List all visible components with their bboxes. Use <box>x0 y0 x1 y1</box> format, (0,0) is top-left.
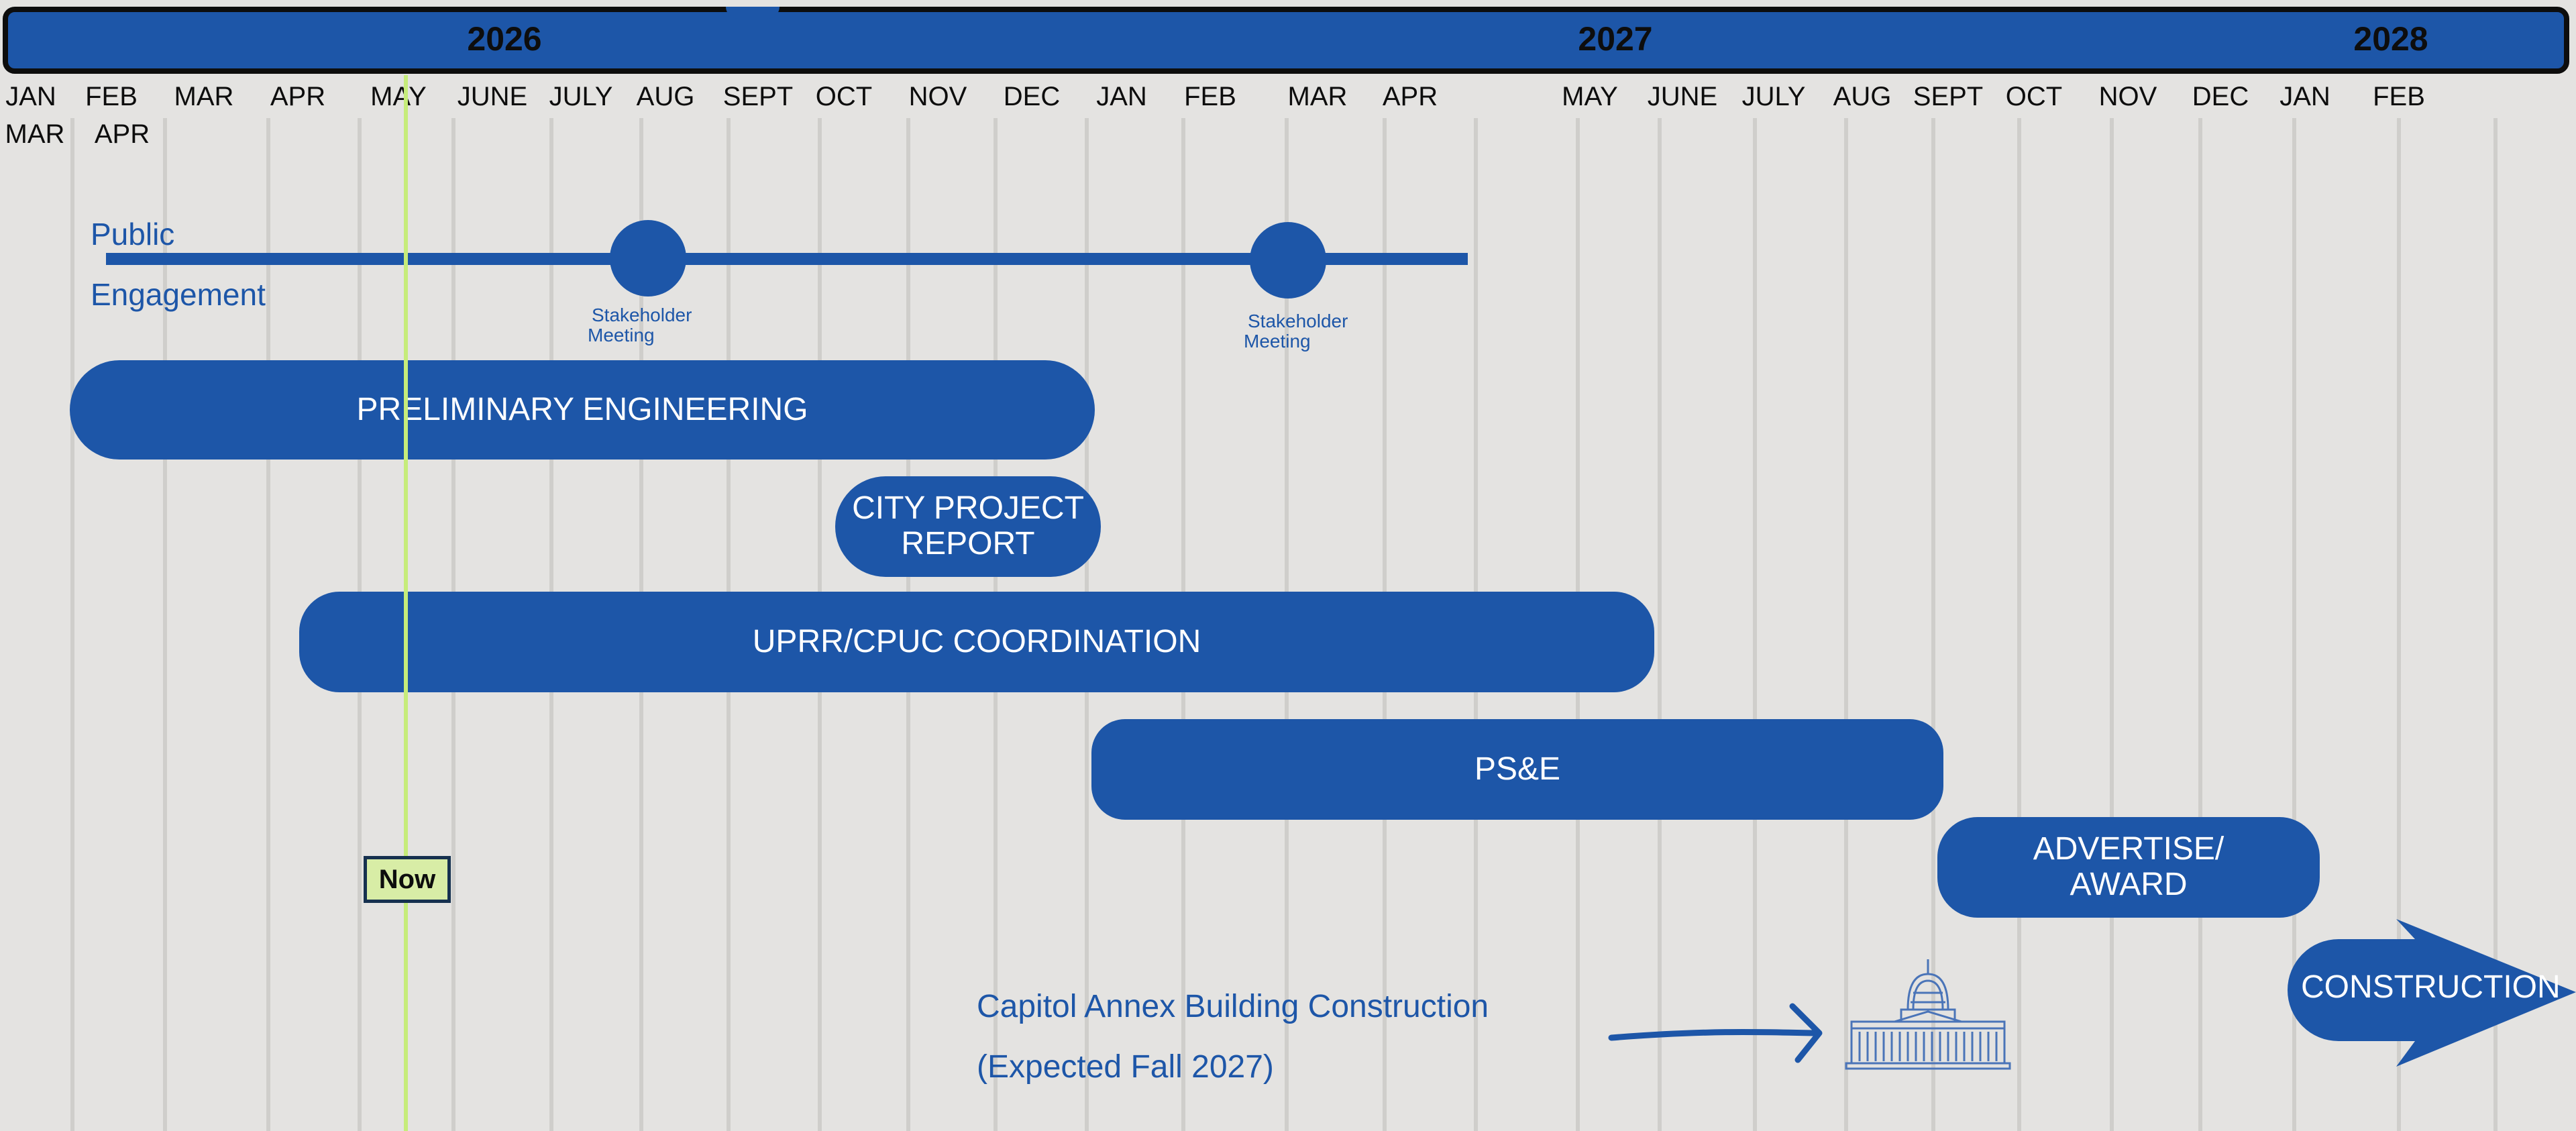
stakeholder-meeting-marker-1 <box>610 220 686 297</box>
capitol-columns <box>1858 1032 1998 1061</box>
stakeholder-meeting-label-2b: Meeting <box>1244 331 1311 352</box>
month-label: OCT <box>815 82 873 111</box>
month-label: APR <box>94 119 150 149</box>
capitol-annex-line2: (Expected Fall 2027) <box>977 1049 1274 1085</box>
month-label: SEPT <box>722 82 794 111</box>
year-header-bar <box>3 7 2569 74</box>
phase-city-project-report-line1: CITY PROJECT <box>852 490 1084 527</box>
capitol-building-icon <box>1845 959 2011 1070</box>
phase-construction-label: CONSTRUCTION <box>2301 969 2561 1005</box>
phase-city-project-report-line2: REPORT <box>901 526 1035 561</box>
year-label-2028: 2028 <box>2353 20 2428 58</box>
month-label: NOV <box>2098 82 2157 111</box>
month-label: FEB <box>85 82 138 111</box>
construction-arrow <box>2288 919 2576 1067</box>
phase-preliminary-engineering-label: PRELIMINARY ENGINEERING <box>356 391 808 427</box>
capitol-annex-line1: Capitol Annex Building Construction <box>977 989 1489 1024</box>
now-label: Now <box>378 864 436 894</box>
month-label: JAN <box>1096 82 1147 111</box>
month-label: FEB <box>1184 82 1236 111</box>
public-engagement-label-line2: Engagement <box>91 277 266 312</box>
year-bar-tab <box>726 7 780 19</box>
now-marker: Now <box>364 856 451 903</box>
month-label: SEPT <box>1913 82 1984 111</box>
month-label: NOV <box>908 82 967 111</box>
year-label-2027: 2027 <box>1578 20 1653 58</box>
year-label-2026: 2026 <box>467 20 542 58</box>
phase-uprr-cpuc-coordination-label: UPRR/CPUC COORDINATION <box>752 623 1201 659</box>
phase-pse-label: PS&E <box>1474 751 1561 787</box>
month-label: FEB <box>2373 82 2425 111</box>
month-label: JAN <box>5 82 56 111</box>
month-label: MAR <box>1287 82 1348 111</box>
month-label: APR <box>1382 82 1438 111</box>
month-label: JUNE <box>1647 82 1718 111</box>
month-label: MAR <box>174 82 234 111</box>
month-label: OCT <box>2005 82 2063 111</box>
phase-advertise-award-line2: AWARD <box>2070 867 2188 902</box>
stakeholder-meeting-marker-2 <box>1250 222 1326 299</box>
month-label: AUG <box>1833 82 1892 111</box>
stakeholder-meeting-label-1a: Stakeholder <box>592 305 692 325</box>
stakeholder-meeting-label-2a: Stakeholder <box>1248 311 1348 331</box>
phase-city-project-report: CITY PROJECT REPORT <box>835 476 1101 577</box>
phase-uprr-cpuc-coordination: UPRR/CPUC COORDINATION <box>299 592 1654 692</box>
public-engagement-line <box>106 253 1468 265</box>
now-line <box>404 75 408 1131</box>
month-label: JULY <box>549 82 613 111</box>
stakeholder-meeting-label-1b: Meeting <box>588 325 655 345</box>
month-label: MAY <box>370 82 427 111</box>
month-label: JULY <box>1741 82 1806 111</box>
phase-preliminary-engineering: PRELIMINARY ENGINEERING <box>70 360 1095 460</box>
month-label: MAR <box>5 119 65 149</box>
public-engagement-label-line1: Public <box>91 217 175 252</box>
month-label: JAN <box>2279 82 2330 111</box>
annex-arrow-icon <box>1608 1003 1823 1063</box>
month-label: AUG <box>636 82 695 111</box>
month-label: JUNE <box>457 82 528 111</box>
phase-pse: PS&E <box>1091 719 1943 820</box>
month-label: MAY <box>1562 82 1618 111</box>
month-label: DEC <box>1003 82 1061 111</box>
month-label: DEC <box>2192 82 2249 111</box>
phase-advertise-award: ADVERTISE/ AWARD <box>1937 817 2320 918</box>
month-label: APR <box>270 82 326 111</box>
phase-advertise-award-line1: ADVERTISE/ <box>2033 831 2224 867</box>
